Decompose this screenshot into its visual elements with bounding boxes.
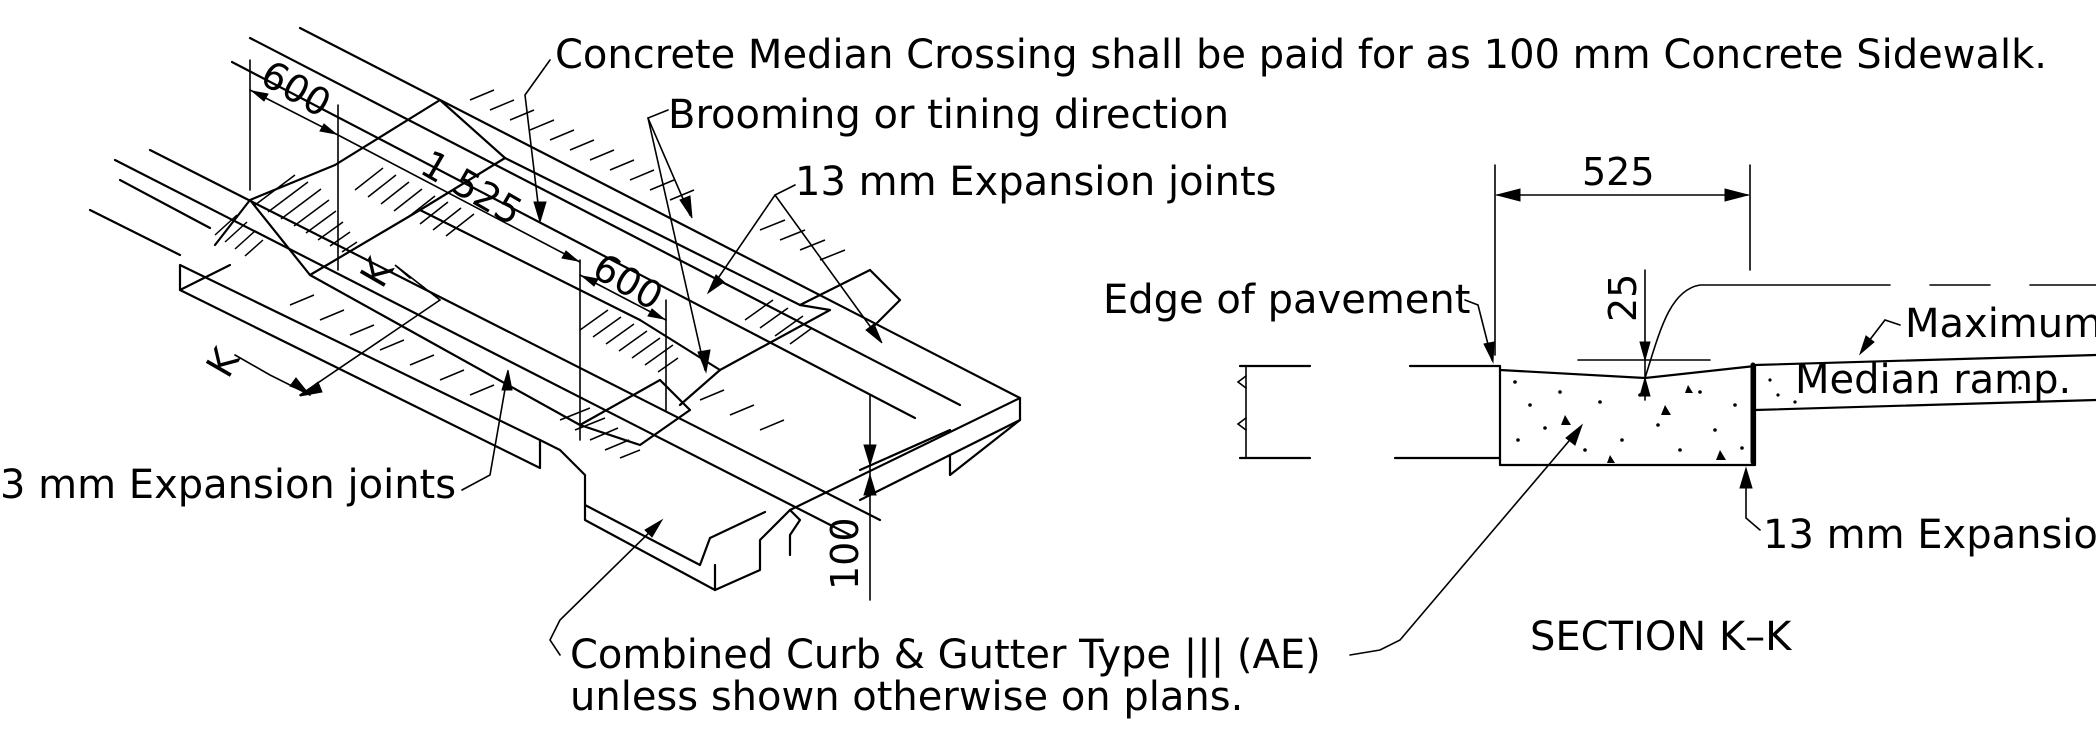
dimension-25: 25 xyxy=(1601,274,1645,322)
section-mark-k-lower: K xyxy=(198,340,249,385)
section-k-k xyxy=(1236,164,2096,656)
section-dimensions xyxy=(1494,164,1751,401)
median-ramp-label: Median ramp. xyxy=(1795,357,2071,403)
brooming-hatch xyxy=(214,89,846,459)
expansion-joint-section-label: 13 mm Expansio xyxy=(1763,512,2096,558)
curb-gutter-label-line2: unless shown otherwise on plans. xyxy=(570,674,1243,720)
dimension-600-top: 600 xyxy=(254,52,339,126)
section-outline xyxy=(1236,284,2096,467)
section-cut-markers xyxy=(234,264,442,397)
median-edge-lines xyxy=(88,26,1022,537)
isometric-median-crossing xyxy=(88,26,1022,656)
expansion-joints-top-label: 13 mm Expansion joints xyxy=(795,159,1277,205)
edge-of-pavement-label: Edge of pavement xyxy=(1103,277,1470,323)
curb-gutter-label-line1: Combined Curb & Gutter Type ||| (AE) xyxy=(570,632,1321,678)
isometric-dimensions xyxy=(249,59,877,601)
expansion-joints-left-label: 3 mm Expansion joints xyxy=(0,462,456,508)
curb-gutter-front xyxy=(178,263,1022,592)
section-leaders xyxy=(1349,299,1901,656)
leader-lines xyxy=(461,59,883,656)
brooming-label: Brooming or tining direction xyxy=(668,92,1229,138)
section-title: SECTION K–K xyxy=(1530,614,1793,660)
dimension-100: 100 xyxy=(823,517,867,590)
concrete-stipple xyxy=(1513,378,2022,463)
maximum-slope-label: Maximum slop xyxy=(1905,301,2096,347)
median-crossing-note: Concrete Median Crossing shall be paid f… xyxy=(555,32,2047,78)
dimension-525: 525 xyxy=(1582,150,1655,194)
dimension-600-mid: 600 xyxy=(586,245,671,319)
dimension-1525: 1 525 xyxy=(414,142,530,235)
